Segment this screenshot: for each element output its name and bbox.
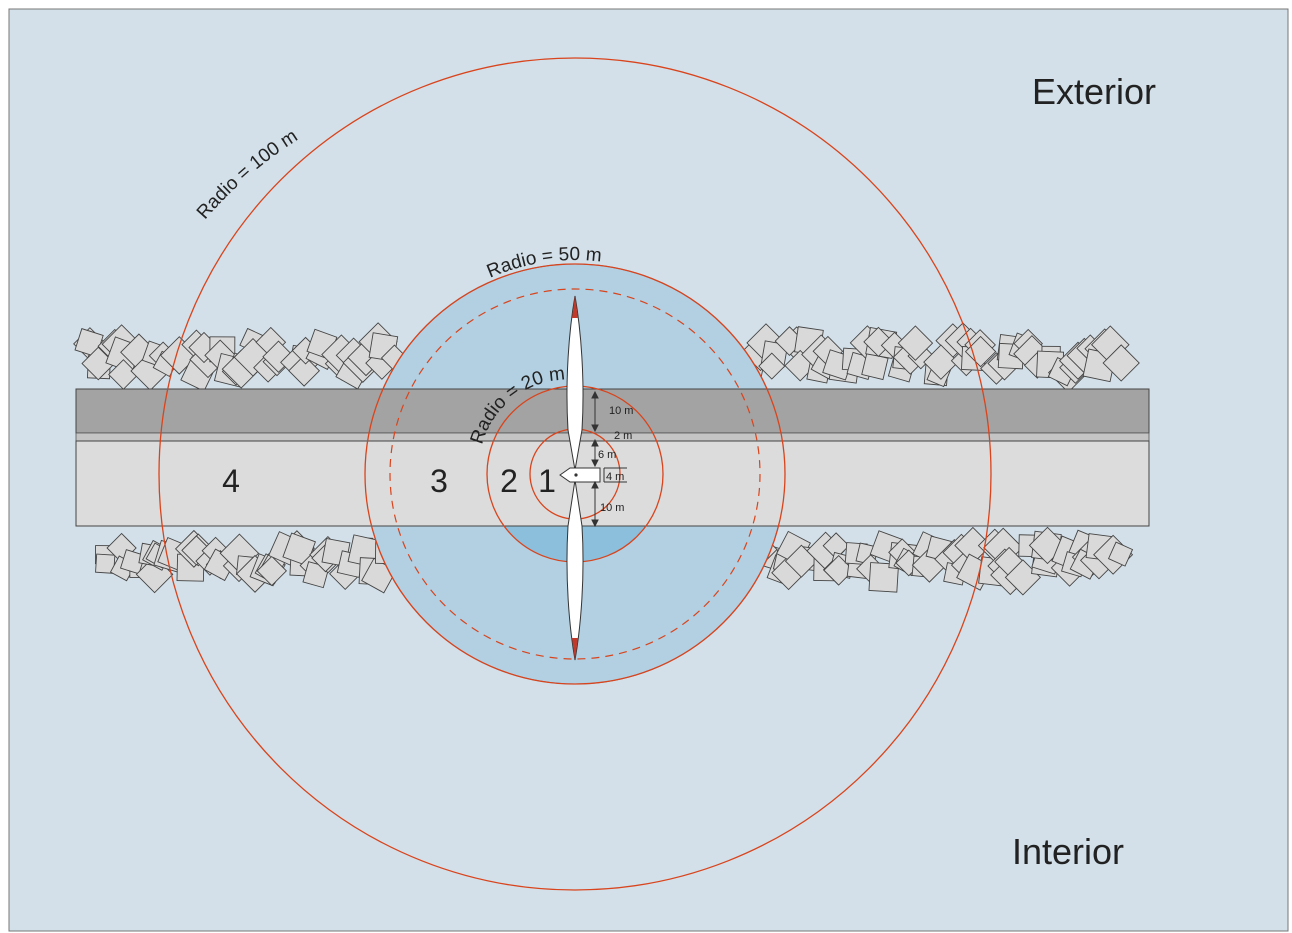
- dim-label-10m-top: 10 m: [609, 405, 633, 417]
- dimension-markers: [591, 390, 627, 528]
- rock: [1107, 541, 1134, 567]
- zone-label-1: 1: [538, 463, 556, 499]
- turbine-nacelle: [559, 467, 601, 483]
- rock: [81, 346, 116, 381]
- road: [75, 388, 1150, 527]
- zone-label-3: 3: [430, 463, 448, 499]
- rock: [923, 344, 959, 380]
- rock-row-bottom: [94, 526, 1134, 596]
- rock: [954, 526, 992, 565]
- dim-label-6m: 6 m: [598, 449, 616, 461]
- rock: [256, 555, 288, 587]
- rock: [1102, 344, 1140, 382]
- rock: [758, 352, 786, 380]
- rock: [1004, 559, 1042, 596]
- dim-label-4m: 4 m: [606, 471, 624, 483]
- rock: [108, 359, 139, 390]
- ring-100m: [158, 57, 992, 891]
- ring-dashed: [389, 288, 761, 660]
- exterior-label: Exterior: [1032, 71, 1156, 112]
- rock: [822, 532, 850, 560]
- rock: [119, 549, 146, 575]
- dim-label-10m-bottom: 10 m: [600, 502, 624, 514]
- rock: [288, 354, 321, 387]
- ring-50m: [364, 263, 786, 685]
- dim-label-2m: 2 m: [614, 430, 632, 442]
- rock: [868, 562, 899, 593]
- interior-label: Interior: [1012, 831, 1124, 872]
- wind-turbine: [559, 295, 601, 661]
- zone-label-2: 2: [500, 463, 518, 499]
- rock: [897, 325, 934, 361]
- zone-label-4: 4: [222, 463, 240, 499]
- rock: [964, 335, 997, 368]
